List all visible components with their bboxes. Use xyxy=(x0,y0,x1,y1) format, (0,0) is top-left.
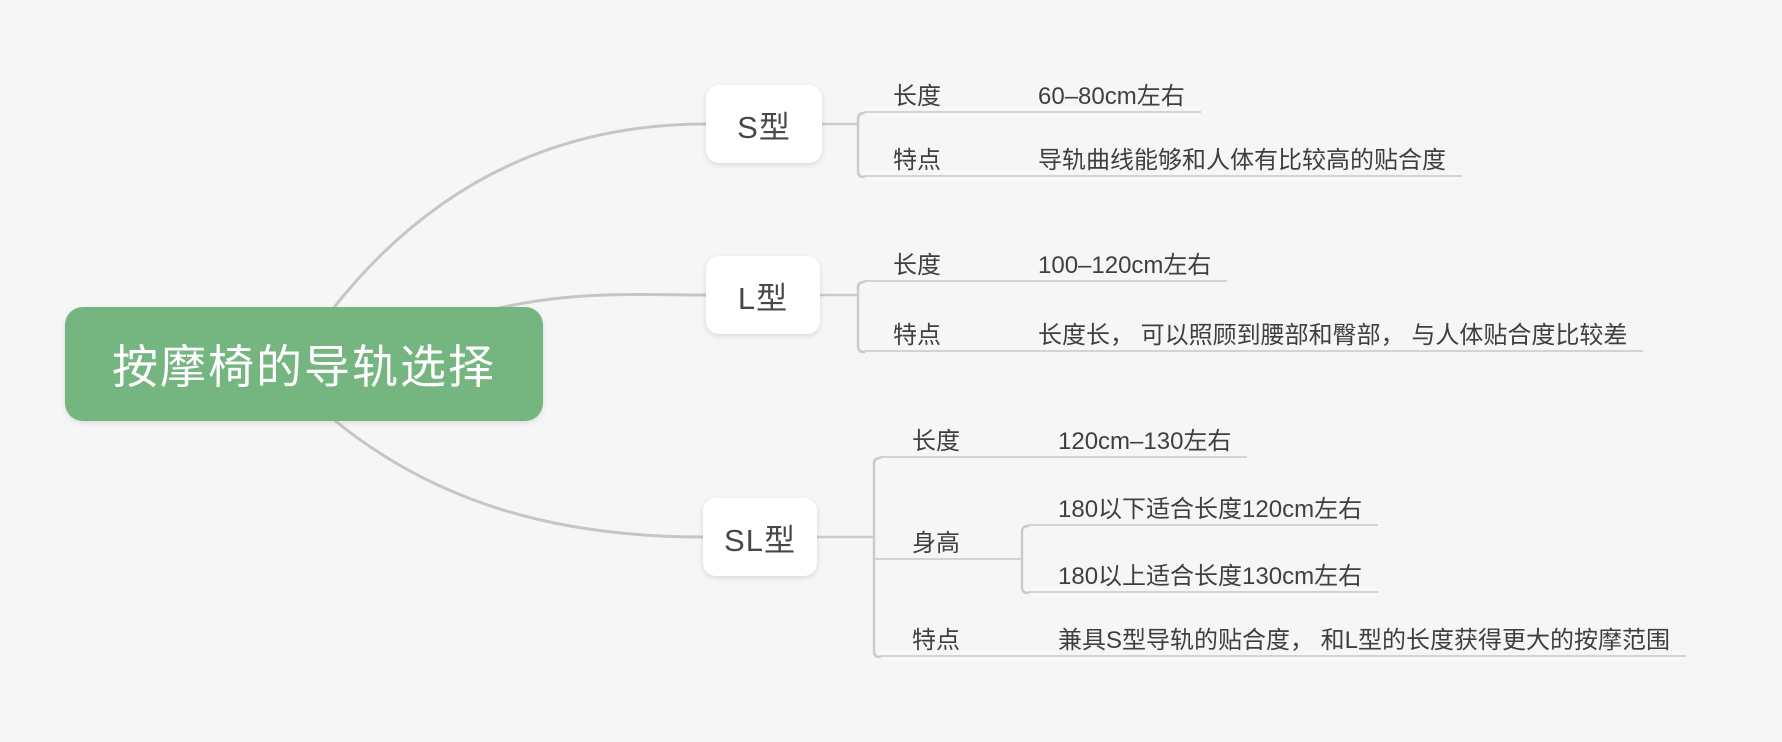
sl-type-length-row[interactable]: 长度 120cm–130左右 xyxy=(880,420,1248,458)
l-type-feature-row[interactable]: 特点 长度长， 可以照顾到腰部和臀部， 与人体贴合度比较差 xyxy=(864,314,1644,352)
s-type-feature-row[interactable]: 特点 导轨曲线能够和人体有比较高的贴合度 xyxy=(864,139,1462,177)
topic-value: 120cm–130左右 xyxy=(1058,427,1232,455)
topic-value: 60–80cm左右 xyxy=(1038,82,1185,110)
sl-type-height-over180-row[interactable]: 180以上适合长度130cm左右 xyxy=(1028,555,1379,593)
s-branch-bracket xyxy=(820,111,866,179)
sl-type-height-under180-row[interactable]: 180以下适合长度120cm左右 xyxy=(1028,488,1379,526)
topic-label: 长度 xyxy=(893,82,941,110)
branch-node-s-label: S型 xyxy=(737,109,791,145)
topic-label: 身高 xyxy=(912,529,960,557)
topic-value: 兼具S型导轨的贴合度， 和L型的长度获得更大的按摩范围 xyxy=(1058,626,1671,654)
topic-value: 导轨曲线能够和人体有比较高的贴合度 xyxy=(1038,146,1446,174)
topic-label: 特点 xyxy=(893,146,941,174)
l-type-length-row[interactable]: 长度 100–120cm左右 xyxy=(864,244,1228,282)
topic-label: 特点 xyxy=(893,321,941,349)
s-type-length-row[interactable]: 长度 60–80cm左右 xyxy=(864,75,1201,113)
branch-node-l-type[interactable]: L型 xyxy=(706,256,820,334)
branch-node-l-label: L型 xyxy=(737,280,789,316)
l-branch-bracket xyxy=(818,280,866,354)
topic-value: 长度长， 可以照顾到腰部和臀部， 与人体贴合度比较差 xyxy=(1038,321,1628,349)
root-topic-label: 按摩椅的导轨选择 xyxy=(112,341,496,393)
topic-label: 特点 xyxy=(912,626,960,654)
sl-height-sub-bracket xyxy=(1020,524,1030,595)
root-topic[interactable]: 按摩椅的导轨选择 xyxy=(65,307,543,421)
branch-node-sl-type[interactable]: SL型 xyxy=(703,498,817,576)
topic-value: 100–120cm左右 xyxy=(1038,251,1212,279)
branch-node-sl-label: SL型 xyxy=(724,522,796,558)
root-curve-to-sl-branch xyxy=(331,417,705,539)
topic-label: 长度 xyxy=(893,251,941,279)
topic-value: 180以下适合长度120cm左右 xyxy=(1058,495,1363,523)
sl-branch-bracket xyxy=(815,456,882,659)
topic-value: 180以上适合长度130cm左右 xyxy=(1058,562,1363,590)
root-curve-to-s-branch xyxy=(330,122,708,312)
sl-type-feature-row[interactable]: 特点 兼具S型导轨的贴合度， 和L型的长度获得更大的按摩范围 xyxy=(880,619,1687,657)
topic-label: 长度 xyxy=(912,427,960,455)
branch-node-s-type[interactable]: S型 xyxy=(706,85,822,163)
sl-type-height-row[interactable]: 身高 xyxy=(874,522,1022,560)
